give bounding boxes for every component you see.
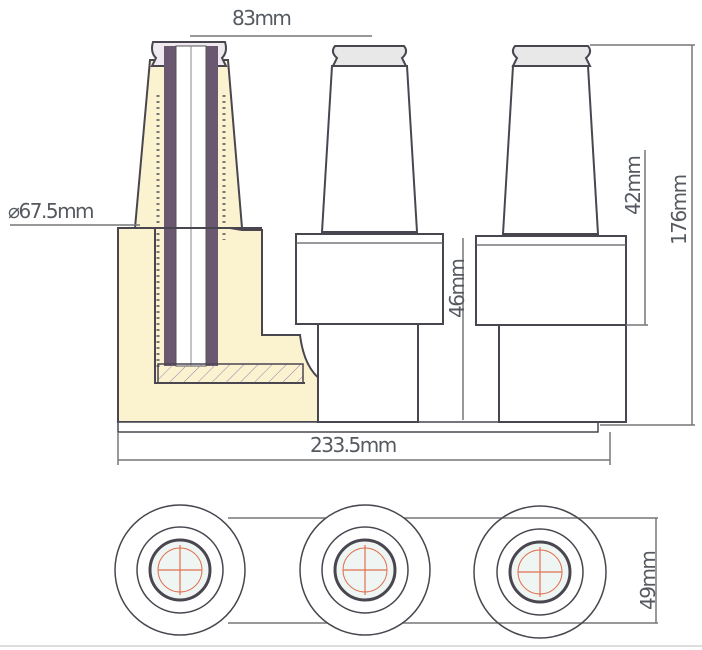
dimension-67-5mm: ⌀67.5mm: [8, 199, 140, 226]
top-view-unit-2: [299, 504, 431, 636]
top-view-unit-1: [114, 504, 246, 636]
top-view: 49mm: [114, 504, 660, 639]
svg-text:176mm: 176mm: [667, 175, 691, 245]
dimension-176mm: 176mm: [590, 44, 695, 426]
svg-text:⌀67.5mm: ⌀67.5mm: [8, 199, 93, 223]
dimension-233-5mm: 233.5mm: [117, 432, 611, 465]
svg-text:49mm: 49mm: [636, 552, 660, 610]
dimension-42mm: 42mm: [621, 150, 648, 326]
dimension-46mm: 46mm: [445, 238, 469, 420]
svg-text:46mm: 46mm: [445, 260, 469, 318]
svg-text:233.5mm: 233.5mm: [310, 433, 396, 457]
svg-text:83mm: 83mm: [232, 6, 290, 30]
elevation-view-unit-2: [295, 45, 444, 423]
svg-text:42mm: 42mm: [621, 157, 645, 215]
top-view-unit-3: [473, 505, 607, 639]
elevation-view-unit-3: [475, 45, 627, 423]
dimension-83mm: 83mm: [190, 6, 372, 37]
